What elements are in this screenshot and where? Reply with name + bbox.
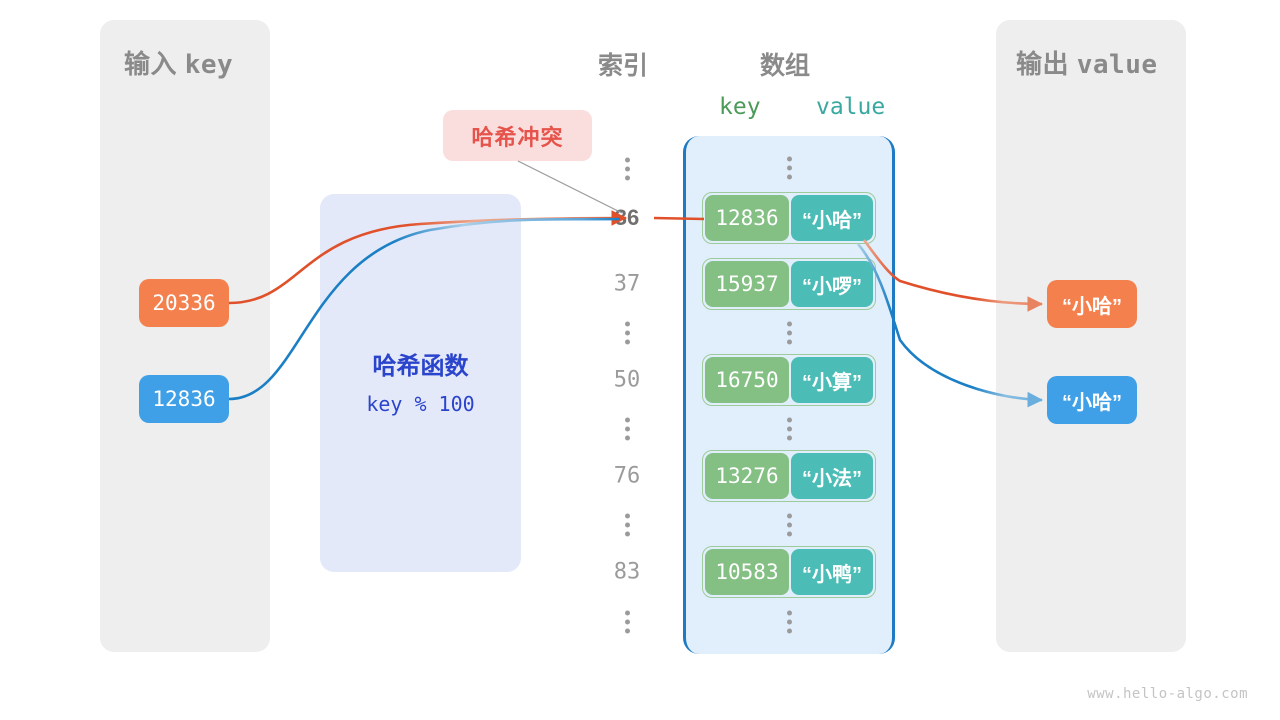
input-panel-title-mono: key: [184, 50, 234, 80]
input-key-chip-20336[interactable]: 20336: [139, 279, 229, 327]
array-ellipsis-icon: [782, 610, 796, 634]
bucket-key: 15937: [705, 261, 789, 307]
bucket-row-50[interactable]: 16750 “小算”: [702, 354, 876, 406]
bucket-key: 12836: [705, 195, 789, 241]
index-column-heading: 索引: [598, 52, 649, 80]
input-key-chip-12836[interactable]: 12836: [139, 375, 229, 423]
index-ellipsis-icon: [620, 157, 634, 181]
bucket-key: 10583: [705, 549, 789, 595]
index-ellipsis-icon: [620, 417, 634, 441]
hash-collision-callout: 哈希冲突: [443, 110, 592, 161]
bucket-key: 16750: [705, 357, 789, 403]
bucket-value: “小鸭”: [790, 549, 873, 595]
output-panel-title-mono: value: [1076, 50, 1158, 80]
array-ellipsis-icon: [782, 417, 796, 441]
bucket-row-37[interactable]: 15937 “小啰”: [702, 258, 876, 310]
key-value-heading: key value: [719, 94, 885, 120]
bucket-row-76[interactable]: 13276 “小法”: [702, 450, 876, 502]
output-panel-title-cn: 输出: [1016, 49, 1070, 79]
bucket-row-36[interactable]: 12836 “小哈”: [702, 192, 876, 244]
bucket-value: “小法”: [790, 453, 873, 499]
hash-function-expression: key % 100: [366, 392, 475, 416]
input-panel-title-cn: 输入: [124, 49, 178, 79]
hash-collision-label: 哈希冲突: [471, 124, 564, 150]
bucket-value: “小算”: [790, 357, 873, 403]
input-panel-title: 输入 key: [124, 44, 233, 81]
bucket-key: 13276: [705, 453, 789, 499]
index-ellipsis-icon: [620, 321, 634, 345]
index-label-83: 83: [613, 559, 641, 585]
array-column-heading: 数组: [760, 52, 811, 80]
index-label-76: 76: [613, 463, 641, 489]
output-value-chip-orange[interactable]: “小哈”: [1047, 280, 1137, 328]
array-ellipsis-icon: [782, 513, 796, 537]
output-value-label: “小哈”: [1062, 391, 1122, 414]
index-ellipsis-icon: [620, 513, 634, 537]
input-panel: [100, 20, 270, 652]
index-label-50: 50: [613, 367, 641, 393]
array-ellipsis-icon: [782, 156, 796, 180]
input-key-label: 12836: [152, 387, 216, 411]
key-heading: key: [719, 94, 761, 120]
watermark: www.hello-algo.com: [1087, 686, 1248, 702]
array-ellipsis-icon: [782, 321, 796, 345]
index-ellipsis-icon: [620, 610, 634, 634]
output-panel-title: 输出 value: [1016, 44, 1158, 81]
output-panel: [996, 20, 1186, 652]
output-value-chip-blue[interactable]: “小哈”: [1047, 376, 1137, 424]
hash-function-box: 哈希函数 key % 100: [320, 194, 521, 572]
bucket-value: “小哈”: [790, 195, 873, 241]
bucket-value: “小啰”: [790, 261, 873, 307]
hash-function-title: 哈希函数: [372, 353, 469, 380]
value-heading: value: [815, 94, 886, 120]
bucket-row-83[interactable]: 10583 “小鸭”: [702, 546, 876, 598]
index-label-36: 36: [614, 205, 640, 230]
input-key-label: 20336: [152, 291, 216, 315]
output-value-label: “小哈”: [1062, 295, 1122, 318]
index-label-37: 37: [613, 271, 641, 297]
